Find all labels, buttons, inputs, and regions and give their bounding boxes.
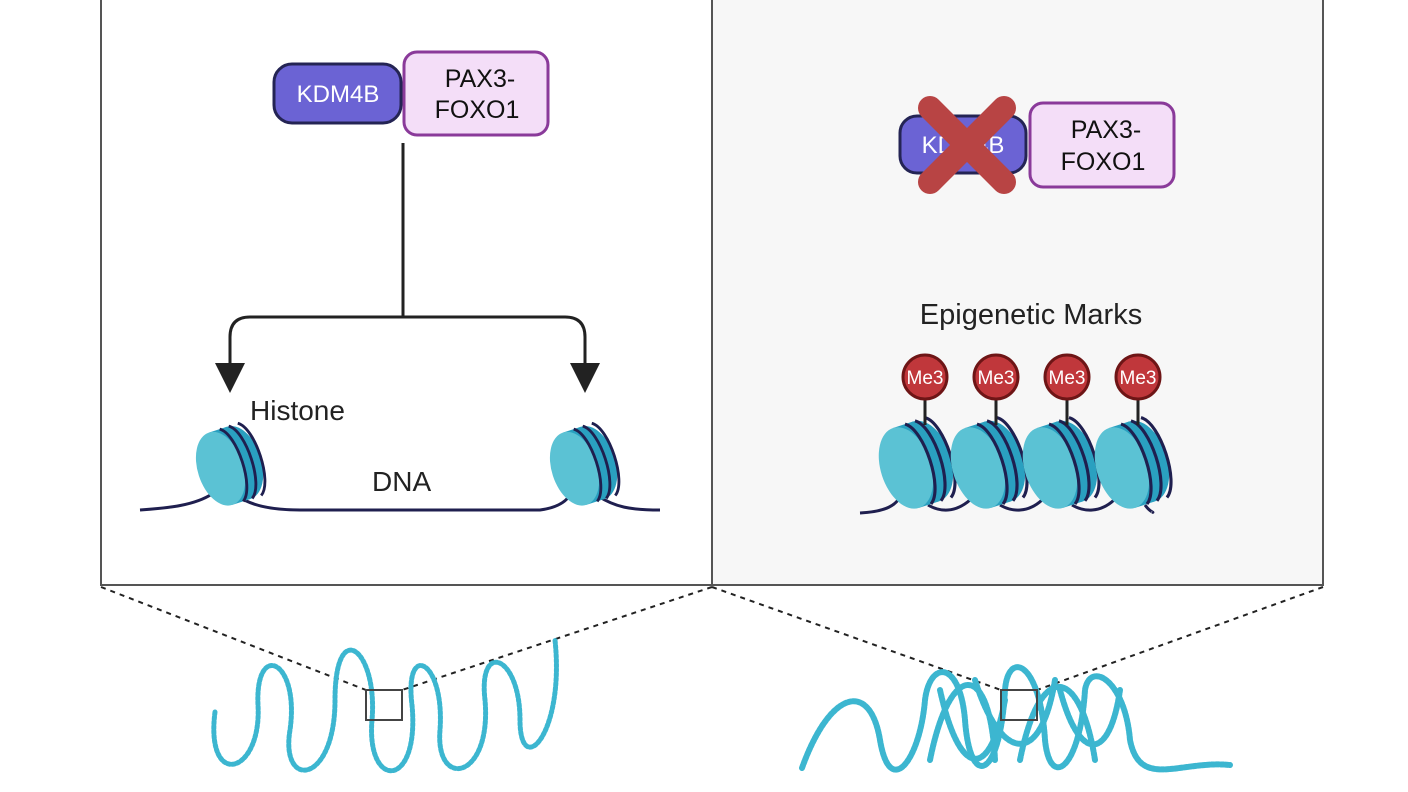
targeting-arrows — [215, 143, 600, 393]
left-kdm4b-protein: KDM4B — [272, 62, 403, 125]
right-nucleosome-histone — [549, 421, 621, 506]
left-nucleosome-histone — [195, 421, 267, 506]
right-zoom-box — [1000, 689, 1038, 721]
condensed-nucleosome-3 — [1022, 416, 1101, 509]
me3-mark-label: Me3 — [1049, 368, 1086, 389]
me3-marks: Me3 Me3 Me3 Me3 — [901, 353, 1162, 425]
right-pax3-foxo1-protein: PAX3- FOXO1 — [1028, 101, 1176, 189]
right-panel: KDM4B PAX3- FOXO1 Epigenetic Marks Me3Me… — [859, 96, 1176, 515]
condensed-dna-strand — [859, 498, 1155, 515]
open-chromatin-fiber — [211, 637, 559, 774]
dna-label: DNA — [372, 466, 431, 497]
me3-mark-circle — [972, 353, 1020, 401]
right-nucleosomes — [878, 416, 1173, 509]
me3-mark-circle — [1114, 353, 1162, 401]
condensed-chromatin-fiber — [799, 664, 1233, 773]
histone-label: Histone — [250, 395, 345, 426]
left-foxo1-label-line2: FOXO1 — [435, 96, 520, 124]
condensed-chromatin-fiber-overlap — [927, 677, 1123, 763]
left-pax3-label-line1: PAX3- — [445, 65, 515, 93]
me3-mark-label: Me3 — [1120, 368, 1157, 389]
left-zoom-box — [365, 689, 403, 721]
me3-mark-circle — [901, 353, 949, 401]
left-kdm4b-label: KDM4B — [297, 81, 380, 108]
inhibition-cross-icon — [918, 96, 1016, 194]
right-pax3-label-line1: PAX3- — [1071, 116, 1141, 144]
me3-mark-circle — [1043, 353, 1091, 401]
condensed-nucleosome-2 — [950, 416, 1029, 509]
left-nucleosomes — [195, 421, 621, 506]
me3-mark-label: Me3 — [907, 368, 944, 389]
right-foxo1-label-line2: FOXO1 — [1061, 148, 1146, 176]
epigenetic-marks-label: Epigenetic Marks — [920, 299, 1142, 331]
condensed-nucleosome-4 — [1094, 416, 1173, 509]
condensed-nucleosome-1 — [878, 416, 957, 509]
left-pax3-foxo1-protein: PAX3- FOXO1 — [402, 50, 550, 137]
me3-mark-label: Me3 — [978, 368, 1015, 389]
left-panel: KDM4B PAX3- FOXO1 Histone DNA — [139, 50, 661, 512]
